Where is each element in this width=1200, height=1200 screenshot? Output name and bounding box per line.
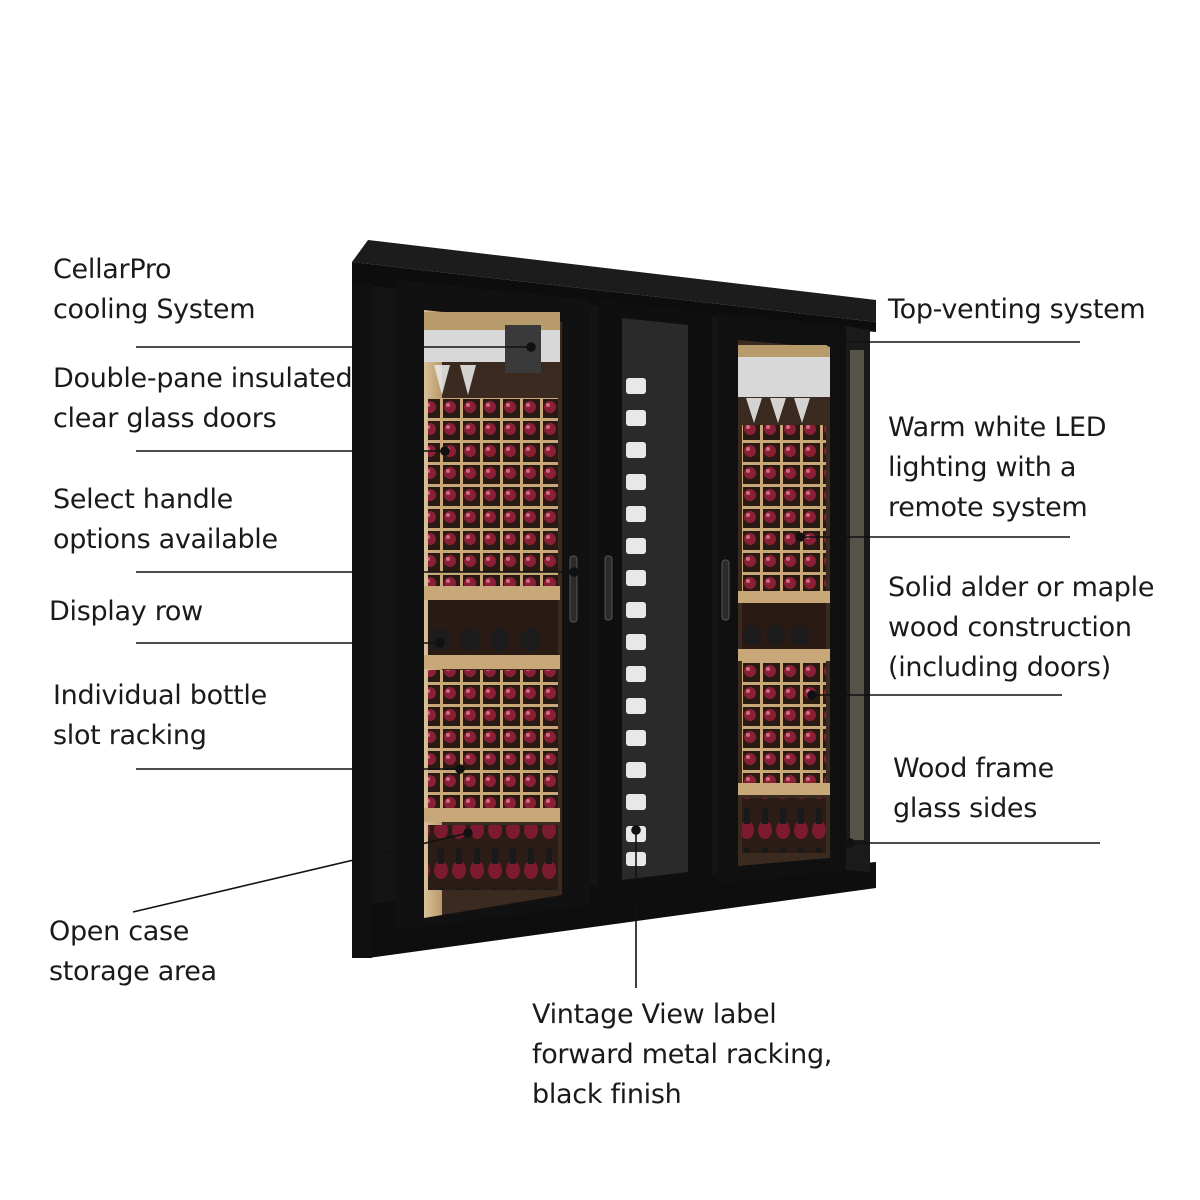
callout-venting-line-1: Top-venting system bbox=[888, 294, 1146, 325]
callout-vintage-line-1: Vintage View label bbox=[532, 999, 777, 1030]
leader-wood-dot bbox=[807, 690, 817, 700]
callout-wood: Solid alder or maple wood construction (… bbox=[888, 568, 1154, 688]
callout-venting: Top-venting system bbox=[888, 290, 1146, 330]
callout-handle: Select handle options available bbox=[53, 480, 278, 560]
callout-handle-line-2: options available bbox=[53, 524, 278, 555]
leader-vintage-dot bbox=[631, 825, 641, 835]
callout-vintage-line-3: black finish bbox=[532, 1079, 682, 1110]
callout-vintage: Vintage View label forward metal racking… bbox=[532, 995, 832, 1115]
callout-led-line-3: remote system bbox=[888, 492, 1088, 523]
leader-frame-dot bbox=[845, 838, 855, 848]
leader-doors-dot bbox=[440, 446, 450, 456]
callout-frame-line-2: glass sides bbox=[893, 793, 1037, 824]
callout-cooling: CellarPro cooling System bbox=[53, 250, 256, 330]
callout-led-line-1: Warm white LED bbox=[888, 412, 1107, 443]
callout-wood-line-1: Solid alder or maple bbox=[888, 572, 1155, 603]
callout-opencase: Open case storage area bbox=[49, 912, 217, 992]
callout-doors-line-1: Double-pane insulated bbox=[53, 363, 353, 394]
callout-wood-line-3: (including doors) bbox=[888, 652, 1111, 683]
callout-slot-line-1: Individual bottle bbox=[53, 680, 267, 711]
callout-cooling-line-2: cooling System bbox=[53, 294, 256, 325]
callout-frame-line-1: Wood frame bbox=[893, 753, 1054, 784]
callout-handle-line-1: Select handle bbox=[53, 484, 233, 515]
right-door bbox=[718, 313, 870, 885]
callout-display: Display row bbox=[49, 592, 203, 632]
left-door bbox=[396, 280, 590, 930]
center-door bbox=[598, 300, 712, 905]
leader-venting-dot bbox=[825, 337, 835, 347]
callout-doors-line-2: clear glass doors bbox=[53, 403, 277, 434]
callout-opencase-line-1: Open case bbox=[49, 916, 190, 947]
leader-opencase bbox=[132, 832, 469, 913]
leader-cooling-dot bbox=[526, 342, 536, 352]
callout-vintage-line-2: forward metal racking, bbox=[532, 1039, 833, 1070]
leader-lines bbox=[132, 337, 1100, 988]
leader-opencase-dot bbox=[463, 828, 473, 838]
callout-slot-line-2: slot racking bbox=[53, 720, 207, 751]
callout-opencase-line-2: storage area bbox=[49, 956, 217, 987]
callout-display-line-1: Display row bbox=[49, 596, 203, 627]
callout-cooling-line-1: CellarPro bbox=[53, 254, 172, 285]
leader-handle-dot bbox=[569, 567, 579, 577]
leader-led-dot bbox=[795, 532, 805, 542]
leader-display-dot bbox=[435, 638, 445, 648]
callout-led-line-2: lighting with a bbox=[888, 452, 1077, 483]
callout-slot: Individual bottle slot racking bbox=[53, 676, 267, 756]
callout-frame: Wood frame glass sides bbox=[893, 749, 1054, 829]
callout-wood-line-2: wood construction bbox=[888, 612, 1132, 643]
callout-doors: Double-pane insulated clear glass doors bbox=[53, 359, 353, 439]
leader-slot-dot bbox=[455, 764, 465, 774]
callout-led: Warm white LED lighting with a remote sy… bbox=[888, 408, 1107, 528]
